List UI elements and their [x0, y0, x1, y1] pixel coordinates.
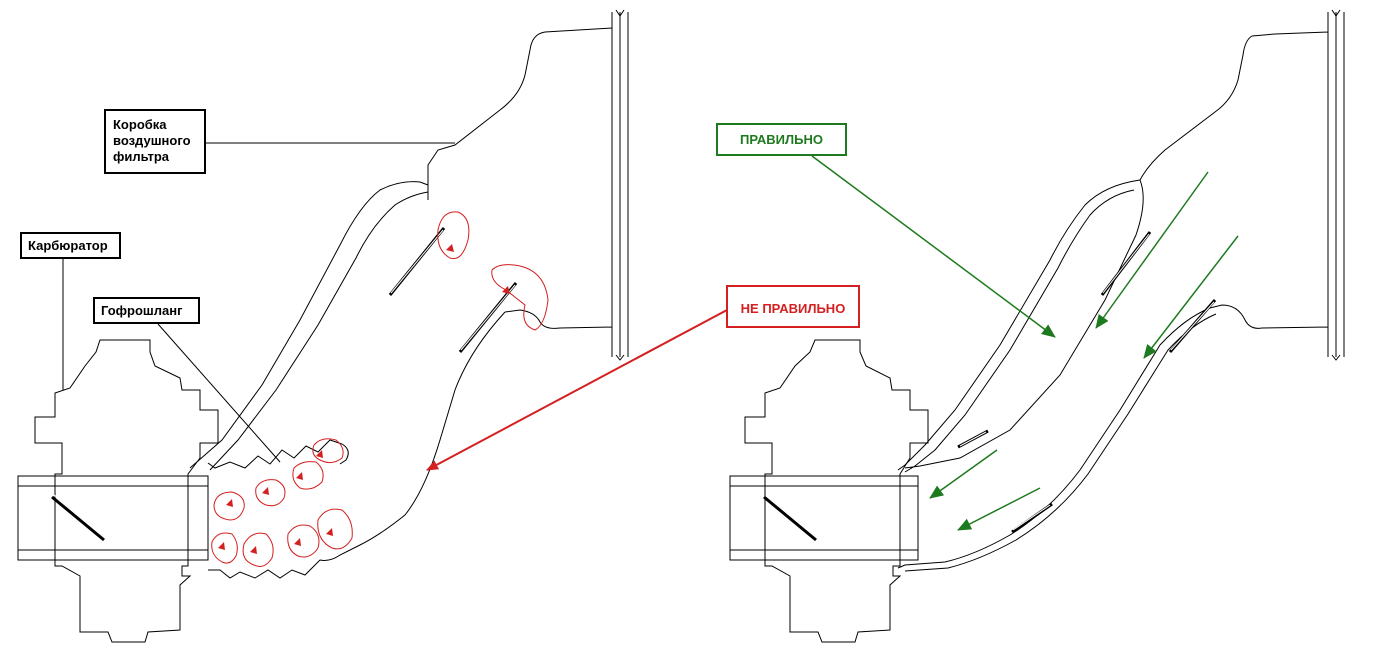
leader-lines: [62, 142, 455, 463]
label-air-filter-box-line3: фильтра: [113, 149, 170, 164]
right-intake-tube: [897, 179, 1144, 473]
left-carb-pipe: [17, 475, 209, 561]
leader-hose: [157, 323, 281, 463]
label-correct: ПРАВИЛЬНО: [716, 123, 847, 156]
right-carb-pipe: [729, 475, 919, 561]
right-intake-tube-lower: [897, 307, 1217, 572]
left-carburetor-body: [34, 339, 219, 643]
label-corrugated-hose: Гофрошланг: [93, 297, 200, 324]
flow-arrow-1: [1095, 171, 1209, 329]
label-incorrect-text: НЕ ПРАВИЛЬНО: [740, 301, 846, 316]
label-incorrect: НЕ ПРАВИЛЬНО: [726, 285, 860, 328]
label-correct-text: ПРАВИЛЬНО: [740, 132, 823, 147]
correct-flow-arrows: [929, 171, 1239, 531]
left-intake-tube: [189, 181, 429, 471]
label-carburetor: Карбюратор: [20, 232, 121, 259]
flow-arrow-3: [929, 449, 998, 499]
incorrect-arrow: [426, 309, 728, 471]
label-air-filter-box: Коробка воздушного фильтра: [104, 109, 206, 174]
right-diagram-correct: [729, 9, 1345, 643]
turbulence-swirls: [211, 211, 549, 567]
left-diagram-incorrect: [17, 9, 629, 643]
correct-arrow: [811, 155, 1056, 338]
right-throttle-plate: [763, 495, 817, 542]
right-carburetor-body: [744, 339, 929, 643]
left-filter-box: [427, 12, 629, 357]
label-carburetor-text: Карбюратор: [28, 238, 108, 253]
right-filter-box: [1139, 12, 1345, 357]
label-corrugated-hose-text: Гофрошланг: [101, 303, 183, 318]
flow-arrow-4: [957, 487, 1041, 531]
label-air-filter-box-line1: Коробка: [113, 117, 167, 132]
turbulence-swirl-heads: [218, 244, 510, 554]
flow-arrow-2: [1143, 235, 1239, 359]
label-air-filter-box-line2: воздушного: [113, 133, 191, 148]
left-throttle-plate: [51, 495, 105, 542]
